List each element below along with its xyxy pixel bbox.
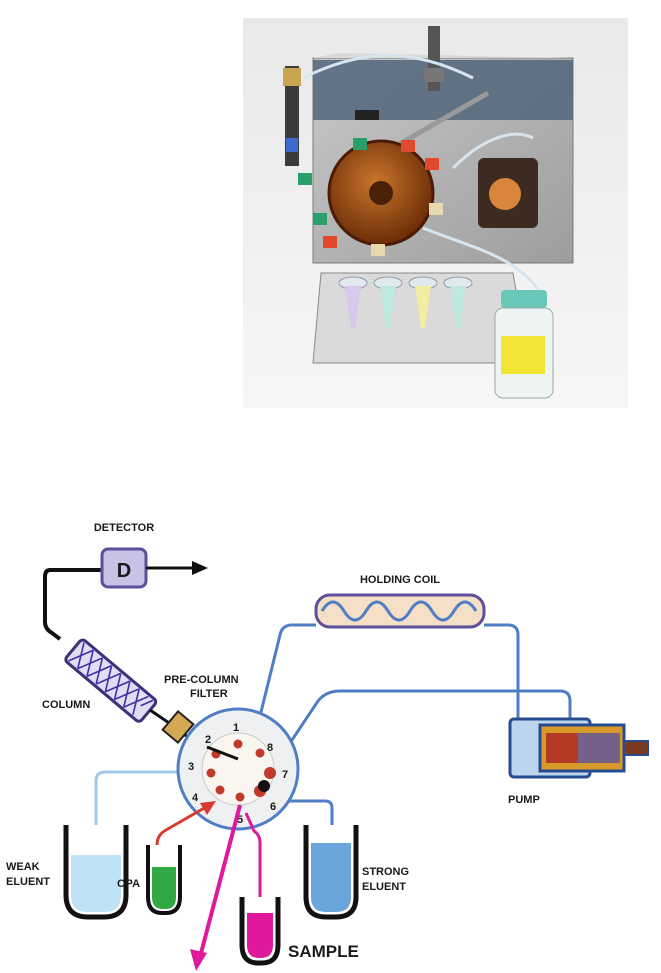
strong-eluent-label-line2: ELUENT — [362, 881, 406, 893]
opa-arrow-icon — [200, 801, 216, 815]
column-label: COLUMN — [42, 699, 90, 711]
port-4-dot — [215, 785, 225, 795]
arrow-head-icon — [192, 561, 208, 575]
pump-rod — [623, 740, 649, 756]
strong-eluent-tube — [262, 799, 334, 835]
port-7-dot — [264, 767, 276, 779]
detector-label: DETECTOR — [94, 522, 154, 534]
sample-tube — [244, 812, 262, 911]
column — [64, 638, 158, 723]
port-2-label: 2 — [205, 734, 211, 746]
weak-eluent-label-line1: WEAK — [6, 861, 40, 873]
rotor-groove — [206, 745, 239, 761]
weak-eluent-tube — [94, 770, 207, 885]
rotor-pin — [258, 780, 270, 792]
port-5-dot — [235, 792, 245, 802]
port-7-label: 7 — [282, 769, 288, 781]
port-3-dot — [206, 768, 216, 778]
pump-label: PUMP — [508, 794, 540, 806]
pre-column-filter — [161, 709, 195, 745]
pump-to-valve-tube — [268, 689, 572, 774]
strong-eluent-label-line1: STRONG — [362, 866, 409, 878]
waste-arrow-icon — [190, 949, 207, 971]
detector-symbol: D — [117, 560, 131, 582]
port-6-label: 6 — [270, 801, 276, 813]
sample-label: SAMPLE — [288, 942, 359, 961]
holding-coil-winding — [320, 600, 478, 622]
opa-label: OPA — [117, 878, 140, 890]
coil-to-pump-tube — [484, 623, 520, 719]
holding-coil — [314, 593, 486, 629]
weak-eluent-label-line2: ELUENT — [6, 876, 50, 888]
detector-to-column-tube — [43, 568, 102, 641]
port-8-dot — [255, 748, 265, 758]
port-5-label: 5 — [237, 814, 243, 826]
coil-to-valve-tube — [243, 623, 316, 778]
port-8-label: 8 — [267, 742, 273, 754]
port-1-label: 1 — [233, 722, 239, 734]
waste-outlet-line — [198, 804, 242, 958]
opa-tube — [155, 805, 207, 865]
port-1-dot — [233, 739, 243, 749]
hplc-schematic-diagram: D DETECTOR COLUMN PRE-COLUMN FILTER HOLD… — [6, 522, 649, 971]
filter-label-line2: FILTER — [190, 688, 228, 700]
port-4-label: 4 — [192, 792, 199, 804]
holding-coil-label: HOLDING COIL — [360, 574, 440, 586]
instrument-photo — [243, 18, 628, 408]
filter-label-line1: PRE-COLUMN — [164, 674, 239, 686]
port-3-label: 3 — [188, 761, 194, 773]
